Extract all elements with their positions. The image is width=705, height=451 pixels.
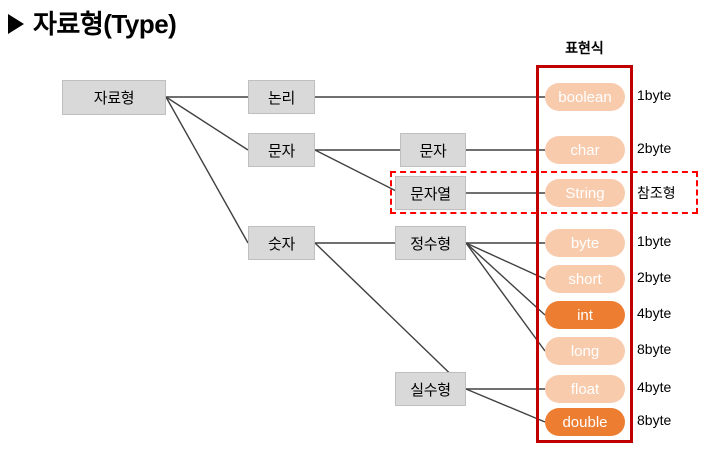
tree-node-integer[interactable]: 정수형 [395,226,466,260]
type-pill-short[interactable]: short [545,265,625,293]
tree-node-root[interactable]: 자료형 [62,80,166,115]
tree-node-logic[interactable]: 논리 [248,80,315,114]
type-pill-double[interactable]: double [545,408,625,436]
expression-group-label: 표현식 [565,40,604,56]
size-label-short: 2byte [637,269,672,285]
reference-type-highlight [390,171,698,214]
type-pill-int[interactable]: int [545,301,625,329]
triangle-bullet-icon [8,13,24,34]
tree-node-string[interactable]: 문자열 [395,176,466,210]
tree-node-character[interactable]: 문자 [248,133,315,167]
type-pill-boolean[interactable]: boolean [545,83,625,111]
tree-node-float[interactable]: 실수형 [395,372,466,406]
size-label-char: 2byte [637,140,672,156]
type-pill-char[interactable]: char [545,136,625,164]
type-pill-long[interactable]: long [545,337,625,365]
size-label-long: 8byte [637,341,672,357]
size-label-int: 4byte [637,305,672,321]
size-label-boolean: 1byte [637,87,672,103]
tree-node-number[interactable]: 숫자 [248,226,315,260]
expression-group-box [536,65,633,443]
type-pill-float[interactable]: float [545,375,625,403]
page-title-text: 자료형(Type) [33,9,177,39]
page-title: 자료형(Type) [8,4,177,41]
size-label-string: 참조형 [637,185,676,201]
type-pill-string[interactable]: String [545,179,625,207]
tree-node-char[interactable]: 문자 [400,133,466,167]
size-label-byte: 1byte [637,233,672,249]
size-label-double: 8byte [637,412,672,428]
type-pill-byte[interactable]: byte [545,229,625,257]
size-label-float: 4byte [637,379,672,395]
